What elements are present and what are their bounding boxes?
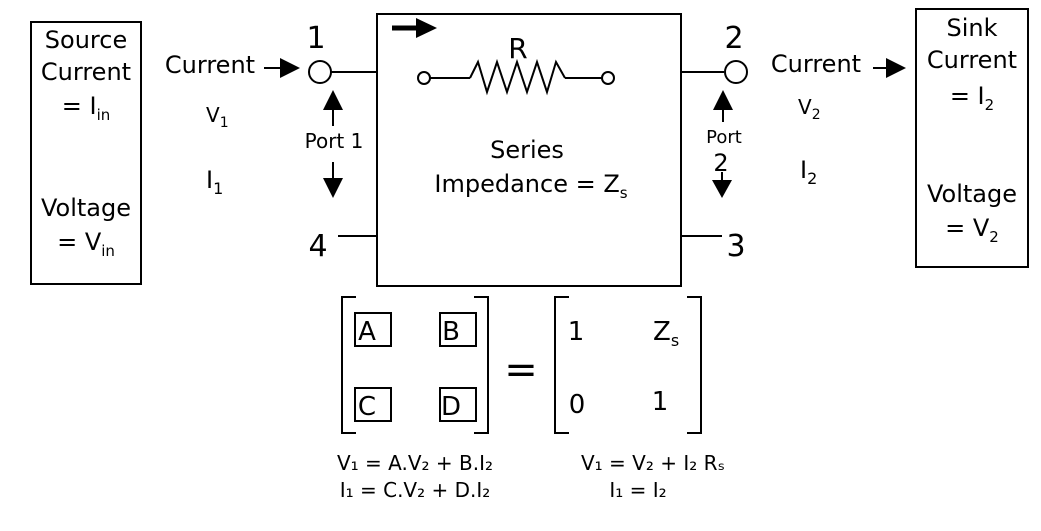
matrix-cell-c: C (358, 392, 376, 422)
terminal-3-label: 3 (726, 229, 745, 264)
output-port: 2 Current Port 2 3 V2 I2 (681, 21, 906, 264)
matrix-rhs-d: 1 (652, 387, 669, 417)
resistor-icon (417, 58, 615, 96)
equation-left-line1: V₁ = A.V₂ + B.I₂ (337, 451, 493, 475)
port-2-label: Port (706, 127, 742, 148)
matrix-left-bracket-open (341, 296, 356, 434)
matrix-cell-a-frame (354, 312, 392, 347)
port-1-label: Port 1 (305, 129, 364, 153)
matrix-cell-d: D (441, 392, 461, 422)
matrix-cell-a: A (358, 317, 376, 347)
source-voltage-label: Voltage (41, 194, 131, 222)
terminal-4-label: 4 (308, 229, 327, 264)
matrix-cell-b: B (442, 317, 460, 347)
port-2-up-arrow-icon (713, 90, 733, 122)
output-voltage-label: V2 (798, 95, 821, 123)
matrix-cell-d-frame (439, 387, 477, 422)
output-current-symbol: I2 (800, 156, 817, 188)
matrix-rhs-b: Zs (653, 317, 679, 350)
port-1-down-arrow-icon (323, 162, 343, 198)
equation-right-line1: V₁ = V₂ + I₂ Rₛ (581, 451, 725, 475)
source-label-line1: Source (45, 26, 127, 54)
input-current-symbol: I1 (206, 166, 223, 198)
source-voltage-eq: = Vin (57, 228, 115, 260)
input-port: Current 1 Port 1 4 V1 I1 (165, 21, 377, 264)
matrix-cell-c-frame (354, 387, 392, 422)
input-current-label: Current (165, 51, 255, 79)
input-current-arrow-icon (264, 58, 300, 78)
network-title-line1: Series (490, 136, 564, 164)
terminal-1-node (308, 60, 332, 84)
port-2-number: 2 (713, 149, 728, 177)
sink-current-eq: = I2 (950, 82, 994, 114)
matrix-cell-b-frame (439, 312, 477, 347)
network-block: R Series Impedance = Zs (376, 13, 682, 287)
source-label-line2: Current (41, 58, 131, 86)
terminal-1-label: 1 (306, 21, 325, 56)
source-box-frame (30, 21, 142, 285)
matrix-rhs-c: 0 (569, 390, 586, 420)
equations: V₁ = A.V₂ + B.I₂ I₁ = C.V₂ + D.I₂ V₁ = V… (337, 451, 725, 502)
equation-left-line2: I₁ = C.V₂ + D.I₂ (340, 478, 491, 502)
matrix-rhs-a: 1 (568, 317, 585, 347)
matrix-equals: = (504, 347, 538, 393)
sink-label-line1: Sink (946, 14, 997, 42)
equation-right-line2: I₁ = I₂ (609, 478, 666, 502)
terminal-2-label: 2 (724, 21, 743, 56)
network-title-line2: Impedance = Zs (434, 170, 627, 202)
source-current-eq: = Iin (62, 92, 111, 124)
source-box: Source Current = Iin Voltage = Vin (30, 21, 142, 285)
network-frame (376, 13, 682, 287)
port-2-down-arrow-icon (712, 172, 732, 198)
matrix-right-bracket-close (687, 296, 702, 434)
direction-arrow-icon (392, 18, 437, 38)
matrix-right-bracket-open (554, 296, 569, 434)
sink-label-line2: Current (927, 46, 1017, 74)
resistor-label: R (508, 32, 527, 65)
port-1-up-arrow-icon (323, 90, 343, 126)
sink-voltage-label: Voltage (927, 180, 1017, 208)
output-current-arrow-icon (873, 58, 906, 78)
abcd-matrix: A B C D = 1 Zs 0 1 (341, 296, 702, 434)
matrix-left-bracket-close (474, 296, 489, 434)
sink-box: Sink Current = I2 Voltage = V2 (915, 8, 1029, 268)
sink-voltage-eq: = V2 (945, 214, 999, 246)
terminal-2-node (724, 60, 748, 84)
sink-box-frame (915, 8, 1029, 268)
input-voltage-label: V1 (206, 103, 229, 131)
output-current-label: Current (771, 50, 861, 78)
